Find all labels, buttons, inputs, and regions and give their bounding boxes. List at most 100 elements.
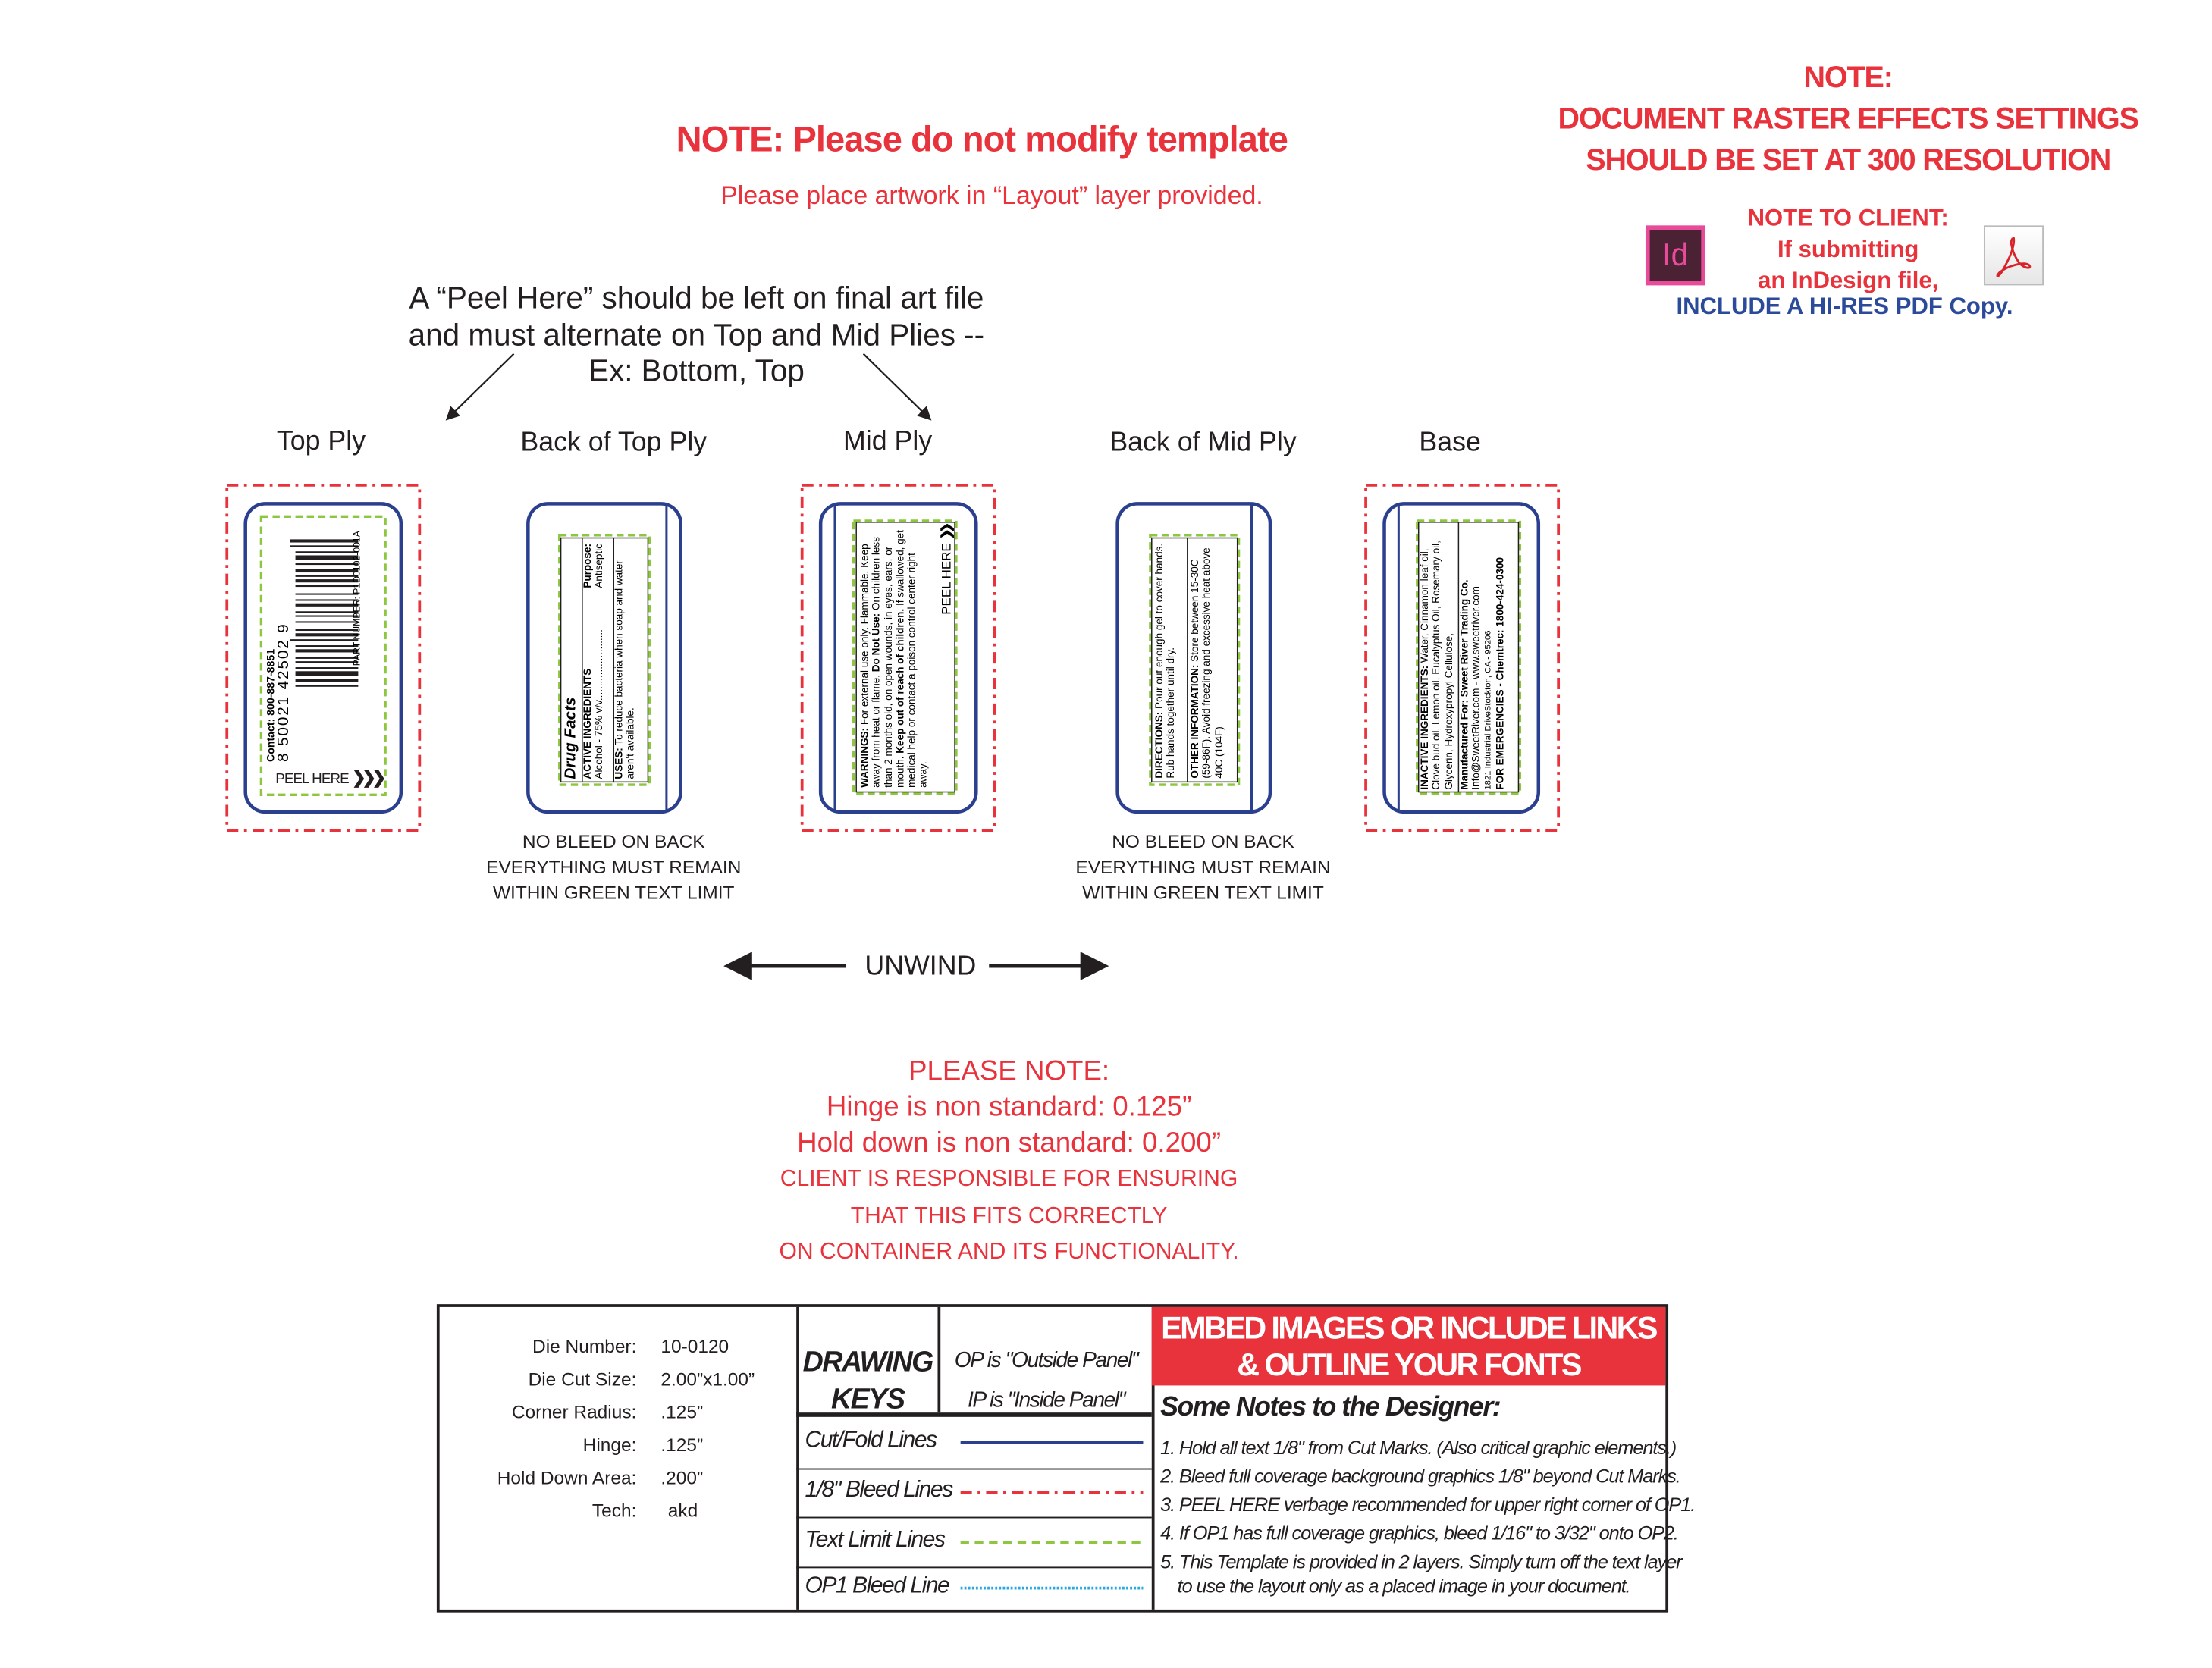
designer-notes-section: EMBED IMAGES OR INCLUDE LINKS & OUTLINE … [1151, 1306, 1696, 1610]
other-info-label: OTHER INFORMATION: [1188, 664, 1201, 779]
designer-note-item: 4. If OP1 has full coverage graphics, bl… [1160, 1522, 1679, 1544]
barcode-bar [290, 545, 359, 547]
ip-definition: IP is "Inside Panel" [967, 1388, 1126, 1413]
warnings-label: WARNINGS: [858, 727, 871, 788]
designer-note-item: to use the layout only as a placed image… [1177, 1575, 1631, 1597]
peel-instruction-line1: A “Peel Here” should be left on final ar… [409, 281, 984, 315]
barcode-bar [295, 633, 359, 637]
peel-instruction-line2: and must alternate on Top and Mid Plies … [408, 317, 985, 352]
drawing-key-line-sample [960, 1441, 1144, 1444]
drawing-key-line-sample [960, 1540, 1144, 1544]
indesign-icon-text: Id [1649, 230, 1702, 281]
drawing-keys-title1: DRAWING [802, 1347, 934, 1379]
barcode-bar [295, 645, 359, 647]
die-info-key: Tech: [591, 1499, 637, 1522]
text-limit-top-ply [259, 515, 387, 796]
base-panel: INACTIVE INGREDIENTS: Water, Cinnamon le… [1418, 523, 1518, 793]
designer-note-item: 1. Hold all text 1/8" from Cut Marks. (A… [1160, 1437, 1677, 1459]
responsibility-line2: THAT THIS FITS CORRECTLY [850, 1203, 1168, 1228]
panel-definitions: OP is "Outside Panel" IP is "Inside Pane… [940, 1341, 1152, 1421]
directions-border [1151, 537, 1238, 783]
barcode-bar [290, 639, 359, 641]
peel-here-mid-ply[interactable]: PEEL HERE ❯❯ [938, 526, 953, 615]
bleed-line-base [1364, 483, 1561, 832]
drawing-key-label: Cut/Fold Lines [805, 1428, 937, 1453]
barcode-bar [295, 629, 359, 632]
inactive-ingredients: INACTIVE INGREDIENTS: Water, Cinnamon le… [1418, 523, 1458, 793]
place-artwork-note: Please place artwork in “Layout” layer p… [720, 181, 1263, 210]
caption-line: NO BLEED ON BACK [1112, 830, 1294, 852]
caption-line: WITHIN GREEN TEXT LIMIT [1082, 882, 1324, 904]
pointer-arrow-mid-ply [862, 353, 932, 421]
warnings-panel: WARNINGS: For external use only. Flammab… [856, 522, 955, 792]
pointer-arrow-top-ply [445, 353, 515, 421]
uses-text: To reduce bacteria when soap and water a… [612, 560, 637, 779]
client-note: NOTE TO CLIENT: If submitting an InDesig… [1684, 202, 2013, 296]
responsibility-line1: CLIENT IS RESPONSIBLE FOR ENSURING [780, 1167, 1238, 1192]
barcode-bar [295, 649, 359, 653]
die-info-value: .125” [660, 1401, 704, 1423]
barcode-bar [290, 539, 359, 543]
emergency-contact: FOR EMERGENCIES - Chemtrec: 1800-424-030… [1493, 557, 1507, 790]
designer-notes-heading: Some Notes to the Designer: [1160, 1392, 1501, 1423]
back-top-ply-caption: NO BLEED ON BACK EVERYTHING MUST REMAIN … [486, 829, 741, 906]
die-info-value: 10-0120 [660, 1335, 729, 1357]
barcode-bar [295, 671, 359, 676]
die-info-value: .125” [660, 1434, 704, 1456]
peel-here-top-ply[interactable]: PEEL HERE ❯❯❯ [275, 768, 386, 788]
active-ingredients: ACTIVE INGREDIENTS Alcohol - 75% v/v....… [580, 538, 613, 782]
client-note-line1: If submitting [1777, 237, 1919, 263]
raster-note-line1: DOCUMENT RASTER EFFECTS SETTINGS [1558, 102, 2139, 136]
drug-facts-panel: Drug Facts ACTIVE INGREDIENTS Alcohol - … [561, 538, 648, 782]
barcode-bar [295, 615, 359, 617]
please-note-block: PLEASE NOTE: Hinge is non standard: 0.12… [652, 1055, 1366, 1271]
cut-line-back-mid-ply [1115, 502, 1272, 814]
cut-line-mid-ply [818, 502, 978, 814]
caption-line: NO BLEED ON BACK [522, 830, 705, 852]
embed-fonts-banner: EMBED IMAGES OR INCLUDE LINKS & OUTLINE … [1151, 1306, 1666, 1386]
drawing-key-row: 1/8" Bleed Lines [796, 1469, 1152, 1519]
other-information: OTHER INFORMATION: Store between 15-30C … [1188, 538, 1227, 782]
peel-instruction-line3: Ex: Bottom, Top [588, 353, 805, 388]
cut-line-back-top-ply [526, 502, 682, 814]
drawing-key-label: OP1 Bleed Line [805, 1573, 949, 1598]
barcode-digits: 8 50021 42502 9 [275, 622, 293, 762]
die-info-value: .200” [660, 1466, 704, 1488]
panel-label-back-mid-ply: Back of Mid Ply [1109, 428, 1297, 459]
barcode-bar [295, 585, 359, 588]
divider [937, 1306, 941, 1413]
drug-facts-title: Drug Facts [562, 697, 580, 779]
manufacturer-label: Manufactured For: Sweet River Trading Co… [1457, 579, 1471, 790]
op-definition: OP is "Outside Panel" [954, 1348, 1139, 1373]
designer-note-item: 3. PEEL HERE verbage recommended for upp… [1160, 1494, 1696, 1516]
keep-out-text: Keep out of reach of children. [893, 608, 906, 754]
drawing-key-row: Text Limit Lines [796, 1517, 1152, 1569]
drawing-key-label: 1/8" Bleed Lines [805, 1478, 953, 1503]
barcode-bar [295, 551, 359, 553]
responsibility-line3: ON CONTAINER AND ITS FUNCTIONALITY. [779, 1240, 1239, 1265]
manufacturer-web: Info@SweetRiver.com - www.sweetriver.com [1470, 586, 1483, 790]
uses-label: USES: [612, 748, 626, 779]
purpose-heading: Purpose: [580, 544, 594, 588]
chevron-right-icon: ❯❯ [938, 526, 953, 540]
drawing-key-row: Cut/Fold Lines [796, 1417, 1152, 1470]
barcode-bar [295, 575, 359, 577]
drawing-keys-title: DRAWING KEYS [796, 1344, 939, 1419]
acrobat-pdf-icon [1983, 225, 2044, 286]
die-info-value: akd [667, 1499, 698, 1522]
die-info-value: 2.00”x1.00” [660, 1368, 755, 1391]
client-note-line3: INCLUDE A HI-RES PDF Copy. [1676, 293, 2013, 320]
caption-line: EVERYTHING MUST REMAIN [486, 856, 742, 878]
text-limit-mid-ply [852, 519, 958, 795]
barcode-bar [295, 593, 359, 595]
back-mid-ply-caption: NO BLEED ON BACK EVERYTHING MUST REMAIN … [1075, 829, 1330, 906]
designer-note-item: 5. This Template is provided in 2 layers… [1160, 1550, 1683, 1572]
raster-note-line2: SHOULD BE SET AT 300 RESOLUTION [1586, 144, 2111, 177]
unwind-label: UNWIND [864, 952, 977, 982]
panel-label-back-top-ply: Back of Top Ply [520, 428, 708, 459]
active-heading: ACTIVE INGREDIENTS [580, 668, 594, 779]
peel-here-label: PEEL HERE [938, 543, 953, 615]
die-info-key: Hold Down Area: [497, 1466, 637, 1488]
